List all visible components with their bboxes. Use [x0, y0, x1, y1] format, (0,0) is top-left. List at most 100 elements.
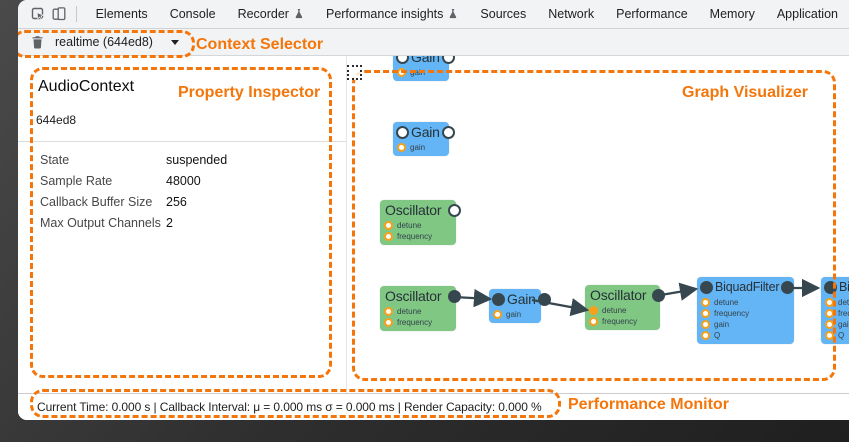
node-label: BiquadFilter: [715, 280, 780, 294]
param-label: frequency: [397, 318, 433, 327]
node-title-row: Gain: [393, 122, 455, 142]
param-row: gain: [697, 319, 794, 330]
tab-console[interactable]: Console: [159, 0, 227, 28]
param-label: frequency: [397, 232, 433, 241]
tab-label: Console: [169, 7, 216, 21]
panel-tabs: Elements Console Recorder Performance insig…: [85, 0, 849, 28]
property-value: 2: [166, 215, 173, 230]
audio-node-gain-1[interactable]: Gain gain: [393, 56, 455, 81]
tab-elements[interactable]: Elements: [85, 0, 159, 28]
tab-performance-insights[interactable]: Performance insights: [315, 0, 469, 28]
property-value: 48000: [166, 173, 201, 188]
output-port: [448, 289, 461, 303]
tab-label: Recorder: [237, 7, 289, 21]
param-row: Q: [821, 330, 849, 341]
experiment-flask-icon: [295, 9, 303, 19]
audio-node-oscillator-1[interactable]: Oscillator detune frequency: [380, 200, 461, 245]
trash-icon[interactable]: [31, 35, 44, 49]
param-row: gain: [393, 67, 449, 78]
output-port: [441, 56, 455, 64]
param-port-detune: [384, 307, 393, 316]
tab-network[interactable]: Network: [537, 0, 605, 28]
node-title-row: Gain: [393, 56, 455, 67]
context-selector[interactable]: realtime (644ed8): [31, 35, 179, 49]
param-row: frequency: [821, 308, 849, 319]
param-row: frequency: [380, 231, 456, 242]
performance-monitor-text: Current Time: 0.000 s | Callback Interva…: [37, 400, 542, 414]
param-port-gain: [493, 310, 502, 319]
tab-recorder[interactable]: Recorder: [227, 0, 315, 28]
toolbar-divider: [75, 6, 77, 22]
param-row: frequency: [585, 316, 660, 327]
device-toolbar-button[interactable]: [49, 2, 70, 26]
param-row: detune: [821, 297, 849, 308]
input-port: [396, 125, 409, 139]
node-label: Gain: [411, 124, 440, 140]
node-label: Oscillator: [385, 202, 442, 218]
devtools-tabbar: Elements Console Recorder Performance insig…: [18, 0, 849, 29]
node-title-row: Oscillator: [380, 200, 461, 220]
param-row: frequency: [380, 317, 456, 328]
param-row: gain: [821, 319, 849, 330]
tab-label: Performance insights: [325, 7, 444, 21]
inspect-element-button[interactable]: [28, 2, 49, 26]
node-title-row: BiquadFilter: [821, 277, 849, 297]
param-label: detune: [714, 298, 739, 307]
tab-label: Elements: [95, 7, 148, 21]
node-title-row: BiquadFilter: [697, 277, 795, 297]
audio-node-gain-2[interactable]: Gain gain: [393, 122, 455, 156]
param-label: detune: [838, 298, 849, 307]
tab-label: Application: [776, 7, 838, 21]
property-row: Max Output Channels 2: [40, 212, 346, 233]
output-port: [448, 203, 461, 217]
context-selector-value[interactable]: realtime (644ed8): [55, 35, 153, 49]
devtools-window: Elements Console Recorder Performance insig…: [18, 0, 849, 420]
param-port-frequency: [384, 318, 393, 327]
performance-monitor-bar: Current Time: 0.000 s | Callback Interva…: [18, 393, 849, 420]
property-label: Callback Buffer Size: [40, 194, 153, 209]
param-row: Q: [697, 330, 794, 341]
param-label: detune: [397, 221, 422, 230]
param-row: gain: [393, 142, 449, 153]
audiocontext-id: 644ed8: [36, 113, 77, 127]
param-row: detune: [380, 306, 456, 317]
output-port: [781, 280, 795, 294]
param-label: detune: [397, 307, 422, 316]
node-title-row: Oscillator: [585, 285, 665, 305]
param-port-gain: [397, 68, 406, 77]
param-row: frequency: [697, 308, 794, 319]
property-row: State suspended: [40, 149, 346, 170]
property-label: State: [40, 152, 70, 167]
node-label: Gain: [411, 56, 440, 65]
param-port-gain: [825, 320, 834, 329]
param-row: gain: [489, 309, 541, 320]
param-label: Q: [838, 331, 845, 340]
input-port: [824, 280, 837, 294]
property-value: suspended: [166, 152, 228, 167]
tab-memory[interactable]: Memory: [699, 0, 766, 28]
chevron-down-icon[interactable]: [170, 39, 179, 45]
param-label: detune: [602, 306, 627, 315]
param-port-detune: [384, 221, 393, 230]
tab-performance[interactable]: Performance: [605, 0, 699, 28]
param-port-detune: [825, 298, 834, 307]
param-label: Q: [714, 331, 721, 340]
param-port-gain: [701, 320, 710, 329]
audiocontext-title: AudioContext: [38, 78, 135, 95]
param-port-frequency: [825, 309, 834, 318]
param-label: gain: [714, 320, 730, 329]
tab-sources[interactable]: Sources: [469, 0, 537, 28]
property-label: Max Output Channels: [40, 215, 161, 230]
tab-application[interactable]: Application: [766, 0, 849, 28]
param-label: frequency: [602, 317, 638, 326]
param-label: gain: [410, 68, 426, 77]
inspect-cursor-icon: [31, 7, 45, 20]
